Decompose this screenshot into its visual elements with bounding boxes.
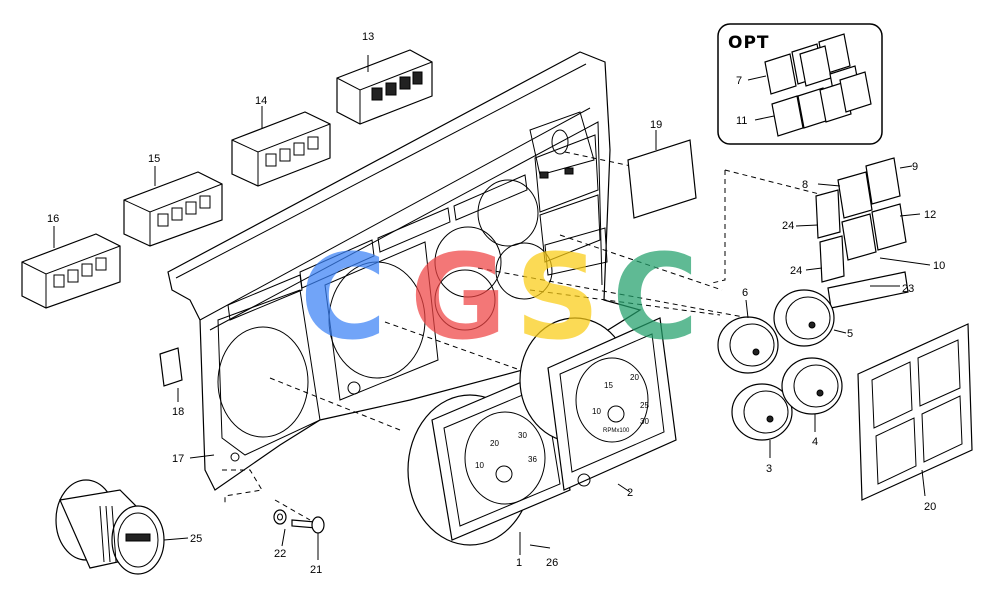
speedometer-1: 10 20 30 36 (407, 369, 571, 546)
part-label-15: 15 (148, 153, 160, 165)
part-label-23: 23 (902, 283, 914, 295)
part-label-16: 16 (47, 213, 59, 225)
label-leaders (163, 130, 926, 560)
switch-module-16 (21, 226, 121, 309)
part-label-21: 21 (310, 564, 322, 576)
part-label-18: 18 (172, 406, 184, 418)
switch-module-14 (231, 106, 331, 187)
part-labels: 13 14 15 16 19 7 11 8 9 24 12 24 10 23 6… (47, 31, 945, 576)
part-label-25: 25 (190, 533, 202, 545)
part-label-17: 17 (172, 453, 184, 465)
svg-text:10: 10 (592, 407, 601, 416)
switch-module-15 (123, 166, 223, 247)
opt-label: OPT (728, 33, 770, 53)
part-label-12: 12 (924, 209, 936, 221)
leader-line (529, 289, 721, 316)
part-label-6: 6 (742, 287, 748, 299)
gauge-5 (773, 289, 835, 347)
gauge-3 (731, 383, 793, 441)
tach-unit-label: RPMx100 (603, 428, 630, 434)
part-label-14: 14 (255, 95, 267, 107)
svg-text:20: 20 (490, 439, 499, 448)
leader-line (559, 234, 723, 291)
svg-text:20: 20 (630, 373, 639, 382)
svg-text:10: 10 (475, 461, 484, 470)
dashboard-panel (167, 51, 642, 491)
part-label-11: 11 (736, 115, 747, 127)
leader-line (711, 170, 726, 284)
part-label-24b: 24 (790, 265, 802, 277)
leader-line (724, 169, 836, 199)
part-label-3: 3 (766, 463, 772, 475)
part-label-7: 7 (736, 75, 742, 87)
part-label-5: 5 (847, 328, 853, 340)
svg-text:30: 30 (640, 417, 649, 426)
blank-cover-19 (627, 139, 697, 219)
blank-plug-18 (159, 347, 183, 387)
part-label-4: 4 (812, 436, 818, 448)
optional-parts-box: OPT (717, 23, 883, 145)
watermark-letter-1: C (300, 228, 387, 366)
gauge-6 (717, 316, 779, 374)
hour-meter-25 (55, 479, 165, 575)
part-label-10: 10 (933, 260, 945, 272)
screw-21 (291, 516, 325, 534)
part-label-22: 22 (274, 548, 286, 560)
svg-text:36: 36 (528, 455, 537, 464)
washer-22 (273, 509, 287, 525)
watermark-letter-2: G (410, 228, 507, 366)
part-label-2: 2 (627, 487, 633, 499)
part-label-13: 13 (362, 31, 374, 43)
part-label-8: 8 (802, 179, 808, 191)
gauge-4 (781, 357, 843, 415)
part-label-9: 9 (912, 161, 918, 173)
switch-module-13 (336, 49, 433, 125)
part-label-24a: 24 (782, 220, 794, 232)
leader-line (384, 321, 521, 371)
svg-text:25: 25 (640, 401, 649, 410)
svg-text:30: 30 (518, 431, 527, 440)
watermark: C G S C (300, 228, 699, 366)
part-label-26: 26 (546, 557, 558, 569)
svg-text:15: 15 (604, 381, 613, 390)
leader-line (274, 499, 311, 521)
leader-line (477, 267, 761, 321)
leader-line (222, 469, 263, 506)
gauge-panel-20 (857, 323, 973, 501)
watermark-letter-3: S (515, 228, 600, 366)
part-label-1: 1 (516, 557, 522, 569)
part-label-20: 20 (924, 501, 936, 513)
tachometer-2: 10 15 20 25 30 RPMx100 (519, 317, 677, 491)
part-label-19: 19 (650, 119, 662, 131)
switch-stack (815, 157, 931, 309)
watermark-letter-4: C (612, 228, 699, 366)
